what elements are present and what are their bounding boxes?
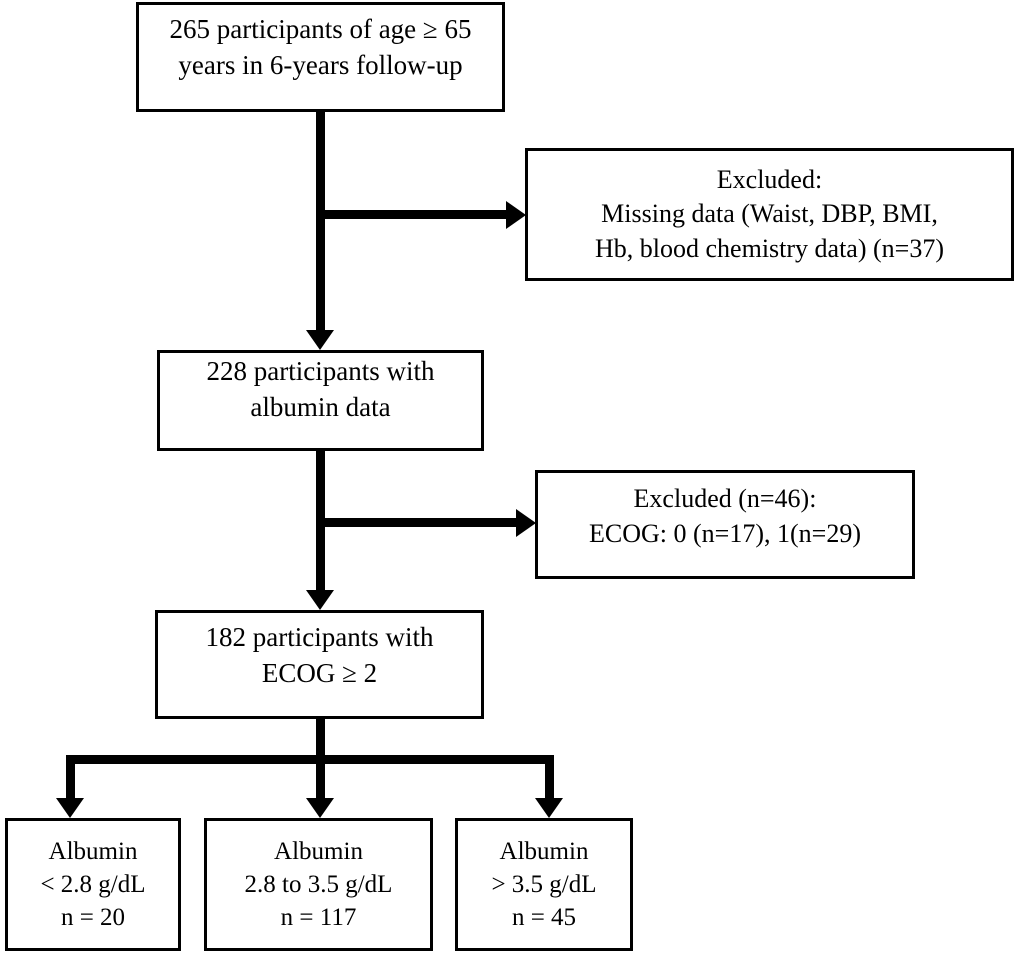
node-group-low-line-1: Albumin (48, 838, 138, 865)
node-group-mid-line-1: Albumin (274, 838, 363, 865)
node-excluded-1-line-2: Missing data (Waist, DBP, BMI, (601, 199, 938, 229)
node-group-mid-line-3: n = 117 (280, 904, 357, 931)
node-group-high-line-3: n = 45 (511, 904, 577, 931)
arrowhead-split-to-group-high (535, 798, 563, 818)
node-screened-line-1: 265 participants of age ≥ 65 (169, 14, 472, 45)
node-group-high-line-2: > 3.5 g/dL (491, 871, 597, 898)
node-group-high-line-1: Albumin (499, 838, 589, 865)
node-albumin-group-mid: Albumin 2.8 to 3.5 g/dL n = 117 (204, 818, 433, 951)
arrowhead-split-to-group-low (56, 798, 84, 818)
connector-ecog-split-stem (316, 719, 325, 764)
node-screened-line-2: years in 6-years follow-up (178, 50, 463, 80)
arrowhead-split-to-group-mid (306, 798, 334, 818)
node-excluded-2-line-1: Excluded (n=46): (633, 484, 817, 514)
arrowhead-to-excluded-ecog (516, 509, 536, 537)
node-screened-participants: 265 participants of age ≥ 65 years in 6-… (136, 2, 505, 112)
arrowhead-to-excluded-missing-data (506, 201, 526, 229)
node-albumin-line-2: albumin data (250, 391, 391, 422)
connector-split-to-group-high (545, 755, 554, 802)
node-ecog-line-2: ECOG ≥ 2 (261, 657, 378, 688)
node-excluded-missing-data: Excluded: Missing data (Waist, DBP, BMI,… (525, 148, 1014, 281)
connector-split-to-group-low (66, 755, 75, 802)
connector-to-excluded-ecog (316, 518, 525, 527)
arrowhead-screened-to-albumin (306, 330, 334, 350)
connector-ecog-split-bar (66, 755, 554, 764)
node-albumin-line-1: 228 participants with (206, 355, 435, 386)
connector-screened-to-albumin (316, 112, 325, 334)
connector-to-excluded-missing-data (316, 210, 515, 219)
connector-split-to-group-mid (316, 755, 325, 802)
node-excluded-1-line-1: Excluded: (716, 165, 823, 195)
node-excluded-ecog: Excluded (n=46): ECOG: 0 (n=17), 1(n=29) (535, 470, 915, 579)
node-participants-with-ecog: 182 participants with ECOG ≥ 2 (155, 610, 484, 719)
node-group-mid-line-2: 2.8 to 3.5 g/dL (244, 871, 393, 898)
node-ecog-line-1: 182 participants with (205, 621, 434, 652)
arrowhead-albumin-to-ecog (306, 590, 334, 610)
node-albumin-group-low: Albumin < 2.8 g/dL n = 20 (5, 818, 181, 951)
node-excluded-2-line-2: ECOG: 0 (n=17), 1(n=29) (589, 518, 861, 548)
node-group-low-line-2: < 2.8 g/dL (40, 871, 146, 898)
node-excluded-1-line-3: Hb, blood chemistry data) (n=37) (595, 233, 944, 263)
node-group-low-line-3: n = 20 (60, 904, 126, 931)
node-albumin-group-high: Albumin > 3.5 g/dL n = 45 (455, 818, 633, 951)
node-participants-with-albumin-data: 228 participants with albumin data (157, 350, 484, 451)
